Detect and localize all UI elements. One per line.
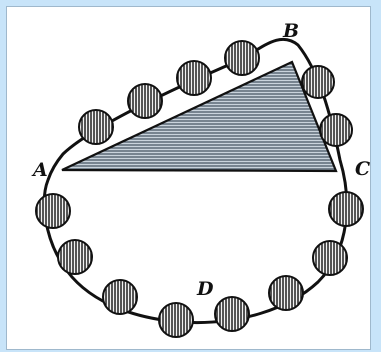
bead [319, 113, 353, 147]
bead [158, 302, 194, 338]
bead [312, 240, 348, 276]
bead [214, 296, 250, 332]
label-a: A [31, 159, 48, 181]
bead [102, 279, 138, 315]
bead [176, 60, 212, 96]
label-c: C [355, 158, 370, 180]
bead [301, 65, 335, 99]
bead [57, 239, 93, 275]
bead [224, 40, 260, 76]
shaded-triangle [61, 60, 338, 173]
label-b: B [282, 20, 299, 42]
label-d: D [196, 278, 214, 300]
bead-group [35, 40, 364, 338]
bead [35, 193, 71, 229]
bead [78, 109, 114, 145]
bead [268, 275, 304, 311]
bead [127, 83, 163, 119]
bead [328, 191, 364, 227]
